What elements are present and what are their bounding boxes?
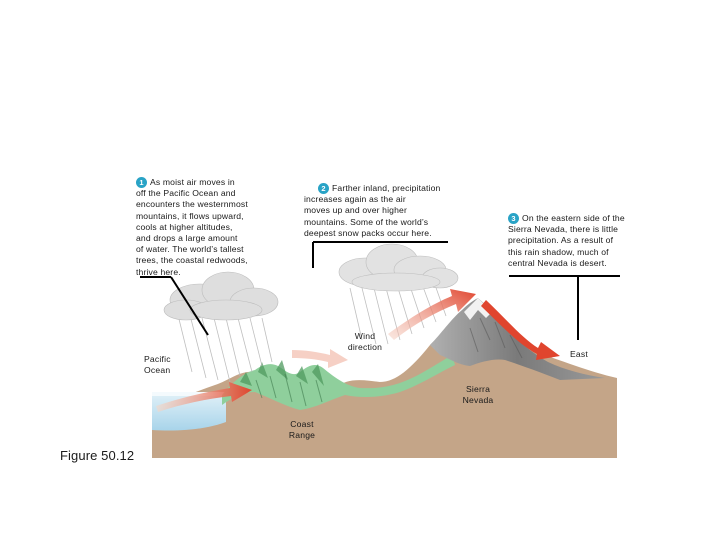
cloud-sierra <box>338 243 459 292</box>
wind-direction-label: Wind direction <box>340 331 390 353</box>
land-cross-section <box>152 300 617 458</box>
pacific-ocean-label: Pacific Ocean <box>144 354 184 376</box>
callout-3-line: central Nevada is desert. <box>508 257 607 268</box>
wind-arrow-east <box>481 300 560 360</box>
cloud-coast <box>163 271 279 321</box>
callout-2-line: mountains. Some of the world’s <box>304 216 429 227</box>
sierra-label-line: Sierra <box>465 384 491 394</box>
pacific-label-line: Ocean <box>144 365 171 375</box>
callout-3-line: this rain shadow, much of <box>508 246 609 257</box>
sierra-nevada-rock <box>430 298 605 380</box>
coast-label-line: Coast <box>290 419 314 429</box>
wind-arrow-over-sierra <box>388 289 476 340</box>
callout-1-line: mountains, it flows upward, <box>136 210 244 221</box>
callout-3-line: Sierra Nevada, there is little <box>508 224 619 235</box>
coast-label-line: Range <box>288 430 316 440</box>
step-3-badge: 3 <box>508 213 519 224</box>
coast-range-label: Coast Range <box>282 419 322 441</box>
callout-2-line: deepest snow packs occur here. <box>304 227 432 238</box>
figure-caption: Figure 50.12 <box>60 448 135 463</box>
step-2-badge: 2 <box>318 183 329 194</box>
callout-1-line: trees, the coastal redwoods, <box>136 255 248 266</box>
callout-2-line: increases again as the air <box>304 194 406 205</box>
pacific-label-line: Pacific <box>144 354 171 364</box>
step-1-badge: 1 <box>136 177 147 188</box>
callout-3-line: precipitation. As a result of <box>508 235 614 246</box>
callout-1-line: off the Pacific Ocean and <box>136 188 236 199</box>
callout-2-line: Farther inland, precipitation <box>332 183 441 193</box>
callout-3-line: On the eastern side of the <box>522 213 625 223</box>
wind-label-line: direction <box>347 342 383 352</box>
sierra-label-line: Nevada <box>462 395 494 405</box>
callout-pointers <box>140 241 620 340</box>
callout-1-line: As moist air moves in <box>150 177 235 187</box>
callout-1-line: encounters the westernmost <box>136 199 248 210</box>
east-label-text: East <box>570 349 588 359</box>
east-label: East <box>562 349 596 360</box>
wind-arrow-middle <box>292 349 348 368</box>
sierra-nevada-label: Sierra Nevada <box>456 384 500 406</box>
callout-1-line: cools at higher altitudes, <box>136 221 233 232</box>
callout-1-line: thrive here. <box>136 266 181 277</box>
wind-label-line: Wind <box>354 331 376 341</box>
callout-1-line: and drops a large amount <box>136 233 238 244</box>
wind-arrow-ocean <box>156 382 252 412</box>
callout-1-line: of water. The world’s tallest <box>136 244 244 255</box>
callout-2-line: moves up and over higher <box>304 205 407 216</box>
